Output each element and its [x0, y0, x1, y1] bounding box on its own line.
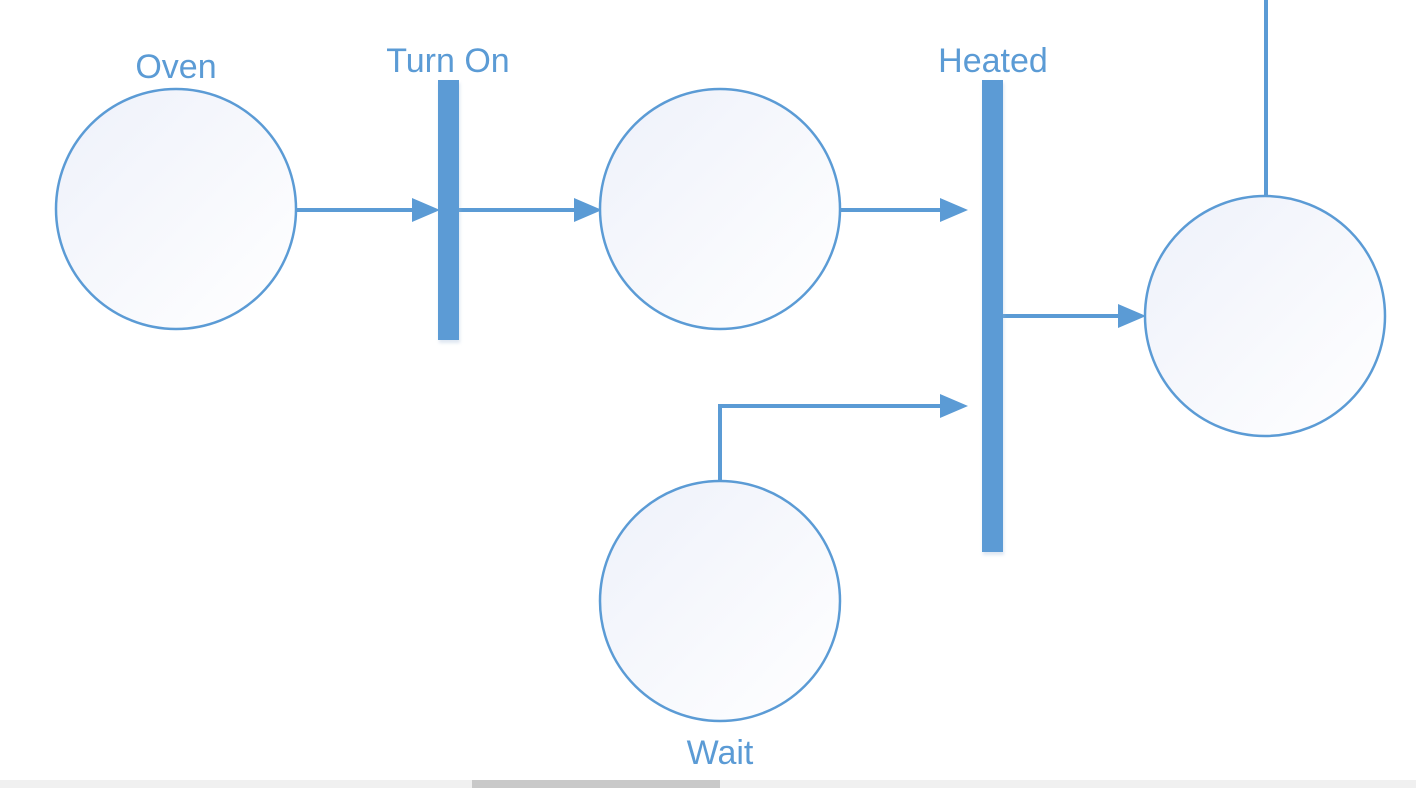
place-ready[interactable]	[598, 87, 842, 331]
place-label-wait: Wait	[687, 734, 754, 772]
arc-oven-to-turn-on	[296, 198, 440, 222]
arc-wait-to-heated	[718, 394, 968, 482]
arc-turn-on-to-ready	[459, 198, 602, 222]
transition-turn-on[interactable]	[438, 80, 459, 340]
scrollbar-thumb[interactable]	[472, 780, 720, 788]
place-label-oven: Oven	[135, 48, 216, 86]
arc-ready-to-heated	[840, 198, 968, 222]
place-oven[interactable]	[54, 87, 298, 331]
transition-label-heated: Heated	[938, 42, 1048, 80]
transition-label-turn-on: Turn On	[386, 42, 509, 80]
place-wait[interactable]	[598, 479, 842, 723]
horizontal-scrollbar[interactable]	[0, 780, 1416, 788]
arc-heated-to-done	[1003, 304, 1146, 328]
transition-heated[interactable]	[982, 80, 1003, 552]
place-done[interactable]	[1143, 194, 1387, 438]
